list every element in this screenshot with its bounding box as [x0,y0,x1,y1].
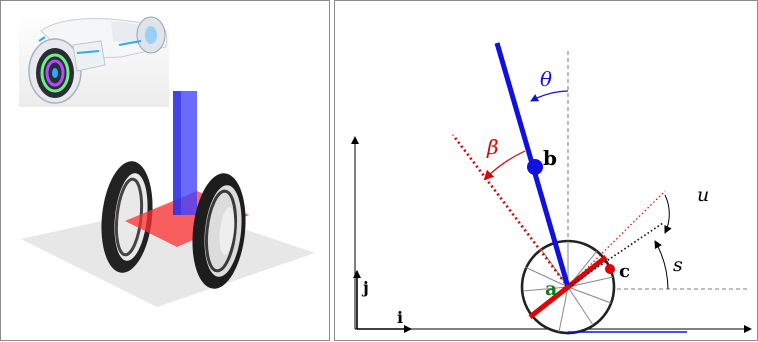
b-label: b [543,146,557,170]
hoverboard-model-panel [0,0,330,341]
s-direction-line [567,222,664,288]
c-label: c [619,261,630,282]
near-wheel [192,173,246,289]
body-column [173,91,197,215]
point-c-dot [605,264,615,274]
i-label: i [397,308,403,327]
beta-direction-line [451,134,570,288]
kinematic-diagram: θ β b c a u s i j [351,42,752,337]
theta-label: θ [540,67,552,91]
u-direction-line [567,190,666,288]
far-wheel [101,161,153,273]
s-label: s [673,254,683,276]
hoverboard-photo [19,13,169,107]
theta-arc [530,90,569,102]
u-arc [664,194,672,234]
beta-arc [483,150,526,181]
u-label: u [697,184,709,206]
point-a-dot [565,284,571,290]
point-b-dot [527,159,543,175]
kinematic-diagram-panel: θ β b c a u s i j [334,0,758,341]
beta-label: β [486,135,499,159]
s-arc [654,240,669,290]
hoverboard-model-drawing [19,13,315,307]
j-label: j [361,278,369,297]
a-label: a [545,278,557,300]
